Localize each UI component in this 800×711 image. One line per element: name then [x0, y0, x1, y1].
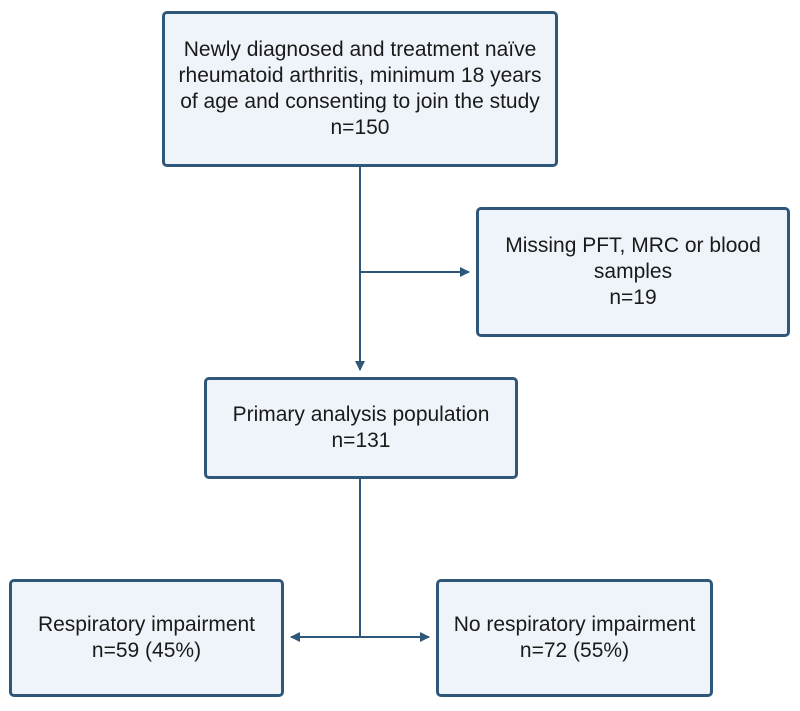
node-noresp-label: No respiratory impairment — [453, 613, 696, 636]
node-excluded-line-1: Missing PFT, MRC or blood — [505, 234, 761, 257]
node-enrolled: Newly diagnosed and treatment naïve rheu… — [162, 11, 558, 167]
node-primary-count: n=131 — [331, 429, 391, 452]
node-enrolled-line-3: of age and consenting to join the study — [180, 90, 540, 113]
node-noresp-count: n=72 (55%) — [519, 639, 630, 662]
node-primary-analysis: Primary analysis population n=131 — [204, 377, 518, 479]
node-excluded-missing: Missing PFT, MRC or blood samples n=19 — [476, 207, 790, 337]
node-resp-count: n=59 (45%) — [91, 639, 202, 662]
node-primary-label: Primary analysis population — [232, 403, 490, 426]
node-enrolled-line-1: Newly diagnosed and treatment naïve — [183, 38, 537, 61]
node-respiratory-impairment: Respiratory impairment n=59 (45%) — [9, 579, 284, 697]
node-resp-label: Respiratory impairment — [37, 613, 256, 636]
node-excluded-line-2: samples — [593, 260, 673, 283]
node-enrolled-line-2: rheumatoid arthritis, minimum 18 years — [178, 64, 542, 87]
node-enrolled-count: n=150 — [330, 116, 390, 139]
node-excluded-count: n=19 — [609, 286, 657, 309]
node-no-respiratory-impairment: No respiratory impairment n=72 (55%) — [436, 579, 713, 697]
